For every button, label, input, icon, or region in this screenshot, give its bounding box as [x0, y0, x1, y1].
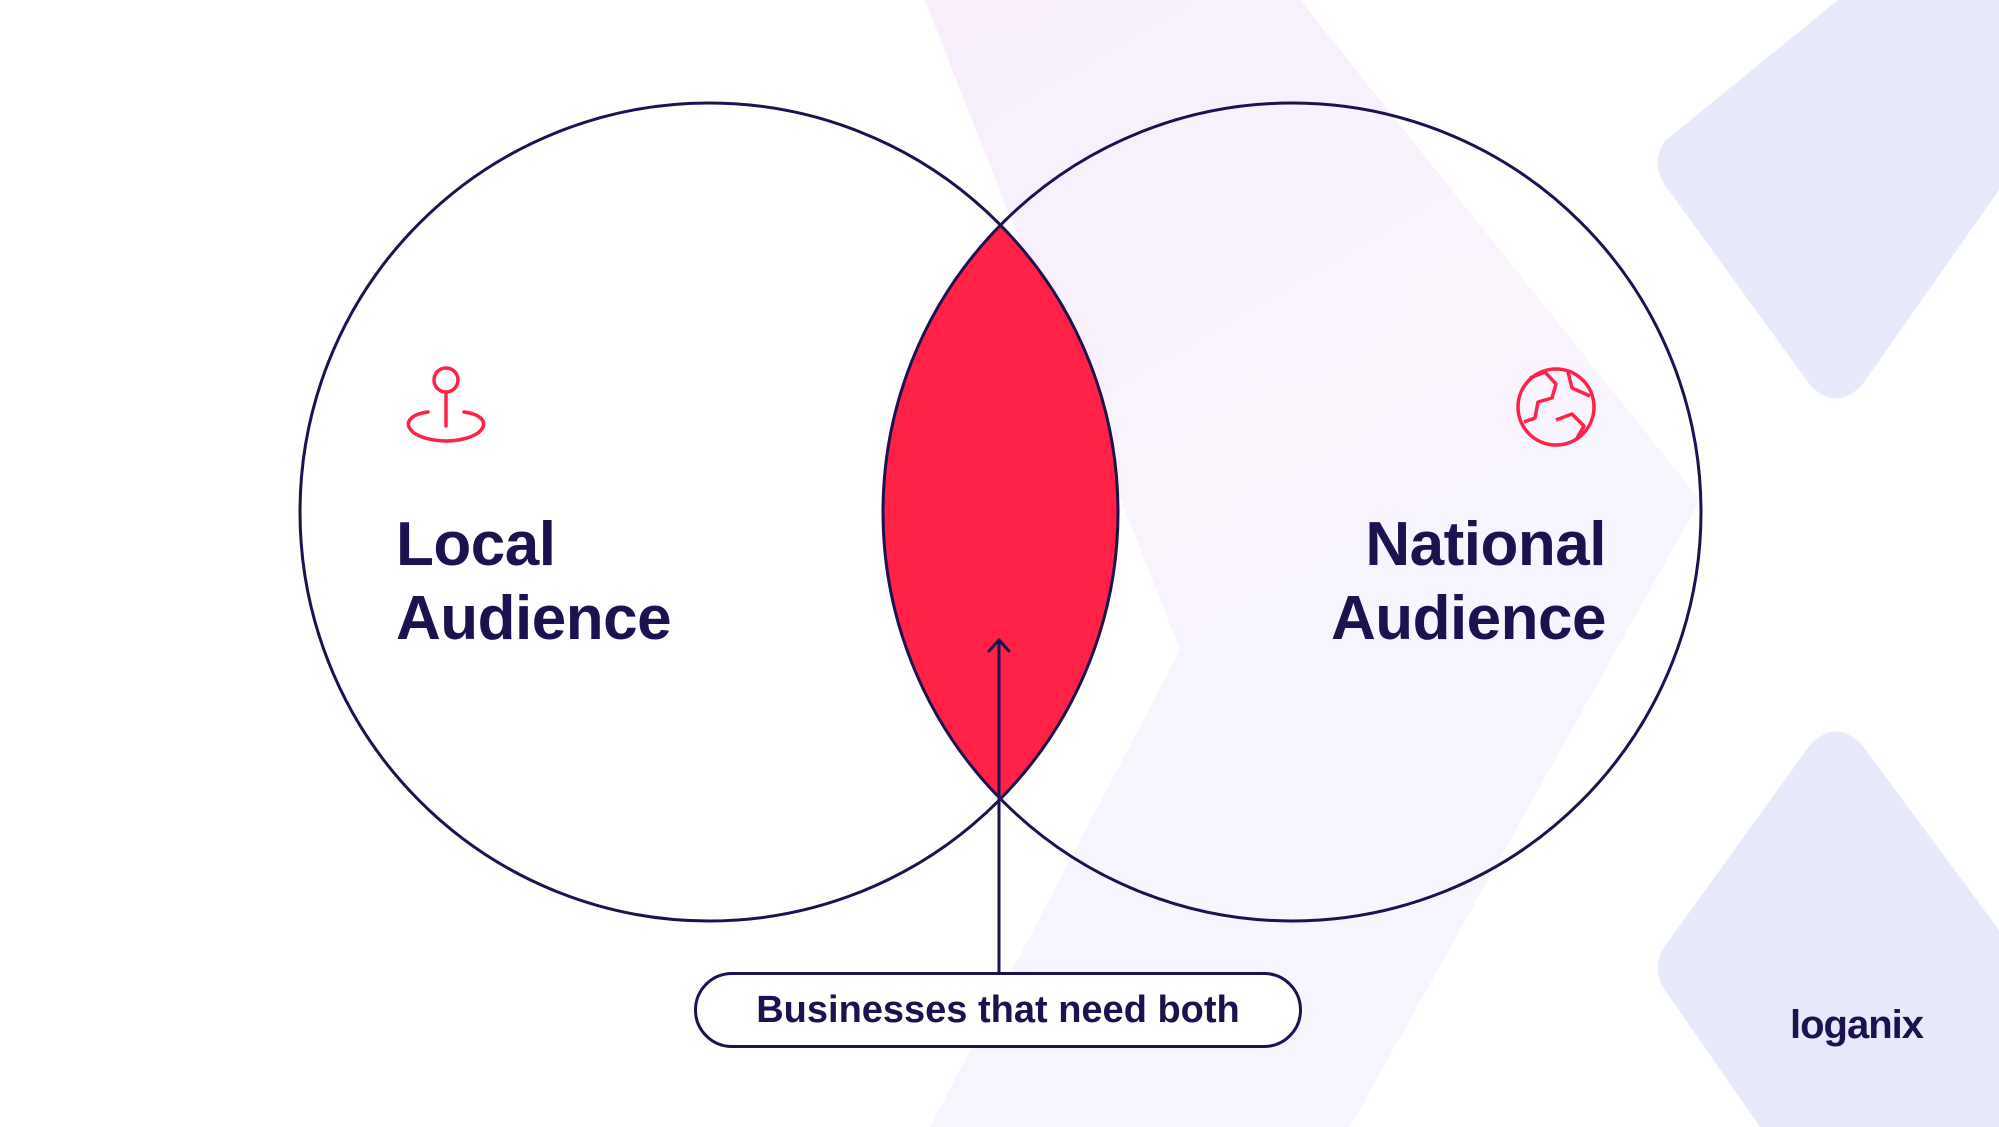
- callout-text: Businesses that need both: [756, 988, 1240, 1031]
- local-label-line1: Local: [396, 510, 556, 579]
- national-audience-label: National Audience: [1186, 508, 1607, 656]
- local-audience-label: Local Audience: [396, 508, 816, 656]
- overlap-callout: Businesses that need both: [694, 972, 1302, 1048]
- national-audience-circle: [881, 101, 1703, 923]
- callout-arrow: [987, 637, 1011, 974]
- national-label-line2: Audience: [1330, 584, 1607, 653]
- globe-icon: [1516, 367, 1596, 447]
- location-pin-icon: [406, 366, 486, 443]
- local-audience-circle: [298, 101, 1120, 923]
- background-diamond-top: [1657, 0, 1999, 399]
- national-label-line1: National: [1365, 510, 1606, 579]
- brand-logo: loganix: [1790, 1003, 1924, 1047]
- local-label-line2: Audience: [396, 584, 672, 653]
- background-chevron-band: [925, 0, 1700, 1127]
- background-diamond-bottom: [1657, 731, 1999, 1127]
